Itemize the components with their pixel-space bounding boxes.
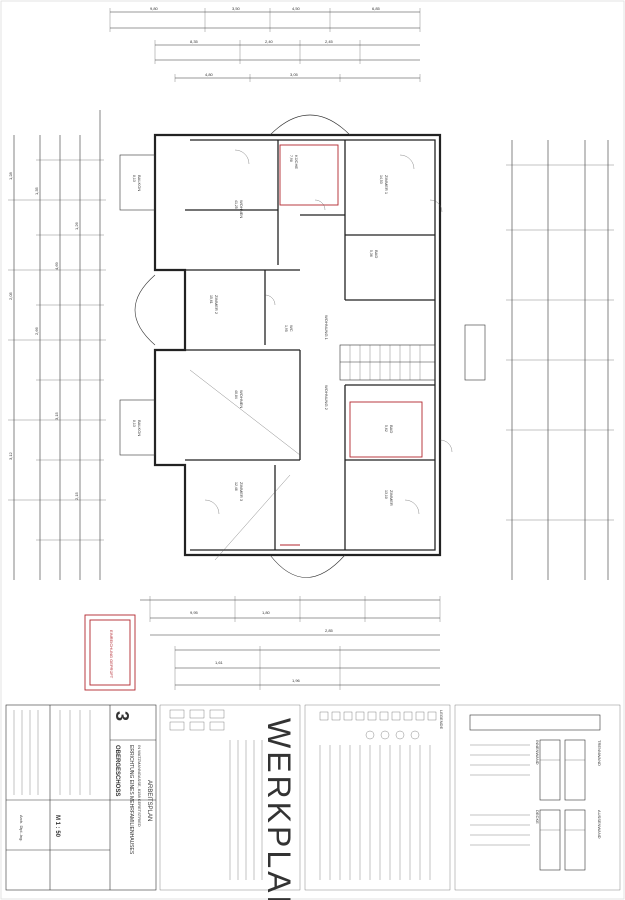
scale-label: M 1 : 50 — [54, 815, 60, 838]
top-dimension-chains: 9,80 3,50 4,50 6,85 8,35 2,40 2,45 4,80 … — [109, 6, 421, 82]
room-name-2: KÜCHE — [294, 155, 299, 169]
notes-column: WERKPLAN — [159, 704, 301, 900]
wall-detail-4: DECKE — [535, 810, 540, 824]
room-name-9: BALKON — [137, 175, 142, 191]
dim-top-3: 4,50 — [292, 6, 301, 11]
room-name-12: BAD — [389, 425, 394, 433]
wall-detail-1: TRENNWAND — [597, 740, 602, 766]
dim-top-9: 3,05 — [290, 72, 299, 77]
floor-plan: WOHNUNG 1 WOHNUNG 2 — [119, 114, 486, 578]
room-name-1: WOHNEN — [239, 200, 244, 218]
wall-details: TRENNWAND AUSSENWAND INNENWAND DECKE — [454, 704, 621, 891]
dim-left-8: 1,26 — [74, 221, 79, 230]
dim-left-4: 1,35 — [34, 186, 39, 195]
room-name-3: ZIMMER 1 — [384, 175, 389, 195]
project-title-2: IN WATZMANNGASSE, 8158 KERETSTRIED — [137, 745, 142, 827]
dim-left-3: 3,12 — [8, 451, 13, 460]
room-name-6: WC — [289, 325, 294, 332]
dim-top-8: 4,80 — [205, 72, 214, 77]
dim-top-4: 6,85 — [372, 6, 381, 11]
dim-left-9: 2,15 — [74, 491, 79, 500]
room-area-8: 12,46 — [234, 482, 238, 491]
dim-left-2: 2,05 — [8, 291, 13, 300]
room-area-4: 15,61 — [209, 295, 213, 304]
room-name-4: ZIMMER 2 — [214, 295, 219, 315]
wall-detail-2: AUSSENWAND — [597, 810, 602, 839]
legend-title: LEGENDE — [439, 710, 444, 729]
dim-top-1: 9,80 — [150, 6, 159, 11]
right-dimension-chains — [506, 140, 614, 580]
room-area-5: 5,36 — [369, 250, 373, 257]
legend-column: LEGENDE — [304, 704, 451, 891]
dim-top-7: 2,45 — [325, 39, 334, 44]
dim-left-5: 2,66 — [34, 326, 39, 335]
staircase: WOHNUNG 1 WOHNUNG 2 — [324, 315, 436, 411]
room-name-10: BALKON — [137, 420, 142, 436]
dim-bottom-2: 1,80 — [262, 610, 271, 615]
werkplan-title: WERKPLAN — [261, 718, 297, 900]
sheet-number: 3 — [112, 711, 132, 721]
bottom-dimension-chains: 9,95 1,80 2,85 1,61 1,96 — [140, 596, 441, 690]
title-block: 3 OBERGESCHOSS ERRICHTUNG EINES MEHRFAMI… — [5, 704, 157, 891]
balcony-top — [269, 114, 351, 136]
dim-left-7: 3,15 — [54, 411, 59, 420]
floor-title: OBERGESCHOSS — [114, 745, 120, 796]
dim-left-6: 4,69 — [54, 261, 59, 270]
balcony-bottom — [269, 554, 346, 578]
dim-bottom-3: 2,85 — [325, 628, 334, 633]
stairs-label-2: WOHNUNG 2 — [324, 385, 329, 411]
balcony-left — [134, 274, 156, 346]
room-name-8: ZIMMER 3 — [239, 482, 244, 502]
room-area-7: 40,84 — [234, 390, 238, 399]
room-area-1: 41,25 — [234, 200, 238, 209]
dim-left-1: 1,28 — [8, 171, 13, 180]
room-area-9: 8,13 — [132, 175, 136, 182]
room-area-10: 8,13 — [132, 420, 136, 427]
room-name-11: ZIMMER — [389, 490, 394, 506]
stairs-label-1: WOHNUNG 1 — [324, 315, 329, 341]
room-area-11: 13,10 — [384, 490, 388, 499]
room-name-7: WOHNEN — [239, 390, 244, 408]
dim-top-2: 3,50 — [232, 6, 241, 11]
room-area-3: 14,53 — [379, 175, 383, 184]
room-area-6: 1,95 — [284, 325, 288, 332]
room-area-12: 5,62 — [384, 425, 388, 432]
approval-stamp: EINREICHUNG GEPRÜFT — [84, 614, 136, 691]
dim-top-5: 8,35 — [190, 39, 199, 44]
room-area-2: 7,98 — [289, 155, 293, 162]
project-title-1: ERRICHTUNG EINES MEHRFAMILIENHAUSES — [128, 745, 134, 855]
wall-detail-3: INNENWAND — [535, 740, 540, 765]
stamp-text: EINREICHUNG GEPRÜFT — [109, 630, 114, 679]
dim-bottom-5: 1,96 — [292, 678, 301, 683]
signature: Arch. Dipl.-Ing. — [19, 815, 24, 841]
plan-type: ARBEITSPLAN — [146, 780, 152, 821]
dim-bottom-1: 9,95 — [190, 610, 199, 615]
dim-top-6: 2,40 — [265, 39, 274, 44]
room-name-5: BAD — [374, 250, 379, 258]
dim-bottom-4: 1,61 — [215, 660, 224, 665]
left-dimension-chains: 1,28 2,05 3,12 1,35 2,66 4,69 3,15 1,26 … — [8, 110, 106, 580]
